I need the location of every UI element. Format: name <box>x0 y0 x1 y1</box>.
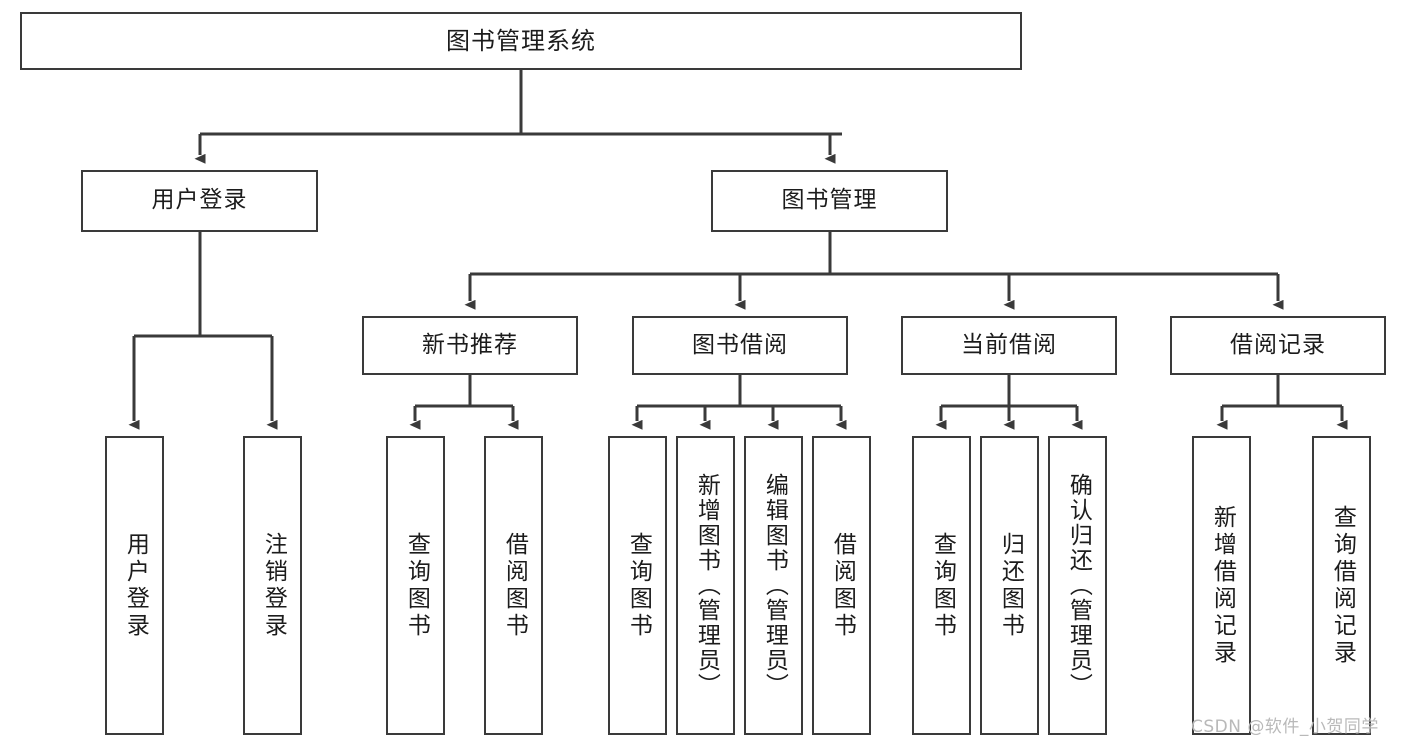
leaf-borrow-record-query[interactable]: 查询借阅记录 <box>1312 436 1371 735</box>
node-new-book-recommend-label: 新书推荐 <box>422 331 518 358</box>
node-book-management[interactable]: 图书管理 <box>711 170 948 232</box>
leaf-borrow-record-query-label: 查询借阅记录 <box>1329 504 1356 667</box>
leaf-book-borrow-lend[interactable]: 借阅图书 <box>812 436 871 735</box>
leaf-borrow-record-add[interactable]: 新增借阅记录 <box>1192 436 1251 735</box>
leaf-book-borrow-edit[interactable]: 编辑图书（管理员） <box>744 436 803 735</box>
node-current-borrow[interactable]: 当前借阅 <box>901 316 1117 375</box>
leaf-book-borrow-edit-label: 编辑图书（管理员） <box>761 473 788 698</box>
leaf-user-login-signin[interactable]: 用户登录 <box>105 436 164 735</box>
leaf-current-borrow-return-label: 归还图书 <box>997 531 1024 640</box>
leaf-book-borrow-query[interactable]: 查询图书 <box>608 436 667 735</box>
node-borrow-record[interactable]: 借阅记录 <box>1170 316 1386 375</box>
node-new-book-recommend[interactable]: 新书推荐 <box>362 316 578 375</box>
node-user-login[interactable]: 用户登录 <box>81 170 318 232</box>
leaf-current-borrow-confirm[interactable]: 确认归还（管理员） <box>1048 436 1107 735</box>
leaf-new-book-borrow[interactable]: 借阅图书 <box>484 436 543 735</box>
node-user-login-label: 用户登录 <box>151 187 248 214</box>
leaf-current-borrow-confirm-label: 确认归还（管理员） <box>1065 473 1092 698</box>
leaf-new-book-query-label: 查询图书 <box>403 531 430 640</box>
leaf-book-borrow-add-label: 新增图书（管理员） <box>693 473 720 698</box>
leaf-new-book-borrow-label: 借阅图书 <box>501 531 528 640</box>
node-borrow-record-label: 借阅记录 <box>1230 331 1326 358</box>
leaf-borrow-record-add-label: 新增借阅记录 <box>1209 504 1236 667</box>
leaf-book-borrow-lend-label: 借阅图书 <box>829 531 856 640</box>
leaf-user-login-signout[interactable]: 注销登录 <box>243 436 302 735</box>
node-book-borrow-label: 图书借阅 <box>692 331 788 358</box>
node-root-label: 图书管理系统 <box>446 26 596 55</box>
leaf-book-borrow-add[interactable]: 新增图书（管理员） <box>676 436 735 735</box>
leaf-user-login-signout-label: 注销登录 <box>260 531 287 640</box>
leaf-book-borrow-query-label: 查询图书 <box>625 531 652 640</box>
node-book-borrow[interactable]: 图书借阅 <box>632 316 848 375</box>
node-root-system[interactable]: 图书管理系统 <box>20 12 1022 70</box>
leaf-user-login-signin-label: 用户登录 <box>122 531 149 640</box>
leaf-current-borrow-query-label: 查询图书 <box>929 531 956 640</box>
leaf-current-borrow-query[interactable]: 查询图书 <box>912 436 971 735</box>
leaf-new-book-query[interactable]: 查询图书 <box>386 436 445 735</box>
leaf-current-borrow-return[interactable]: 归还图书 <box>980 436 1039 735</box>
node-current-borrow-label: 当前借阅 <box>961 331 1057 358</box>
node-book-management-label: 图书管理 <box>781 187 878 214</box>
